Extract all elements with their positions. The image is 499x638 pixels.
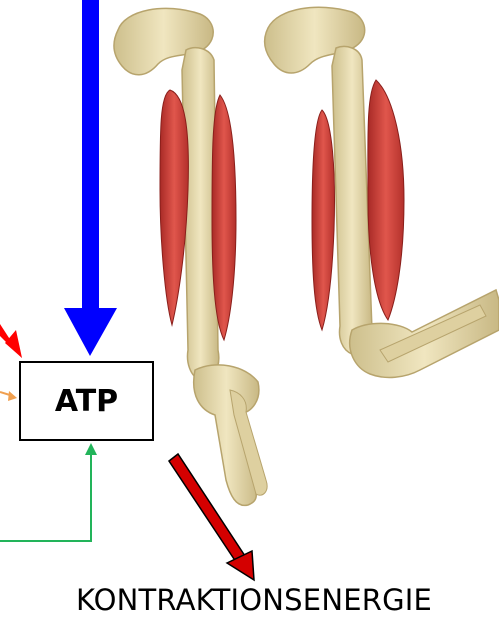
blue-down-arrow <box>64 0 117 356</box>
flexed-arm <box>265 7 499 377</box>
atp-label: ATP <box>55 384 118 419</box>
arm-muscles-illustration <box>114 7 499 505</box>
green-connector-arrow <box>0 443 97 541</box>
orange-arrow <box>0 391 17 401</box>
atp-box: ATP <box>19 361 154 441</box>
red-arrow <box>0 324 22 358</box>
caption-text: KONTRAKTIONSENERGIE <box>14 583 494 617</box>
